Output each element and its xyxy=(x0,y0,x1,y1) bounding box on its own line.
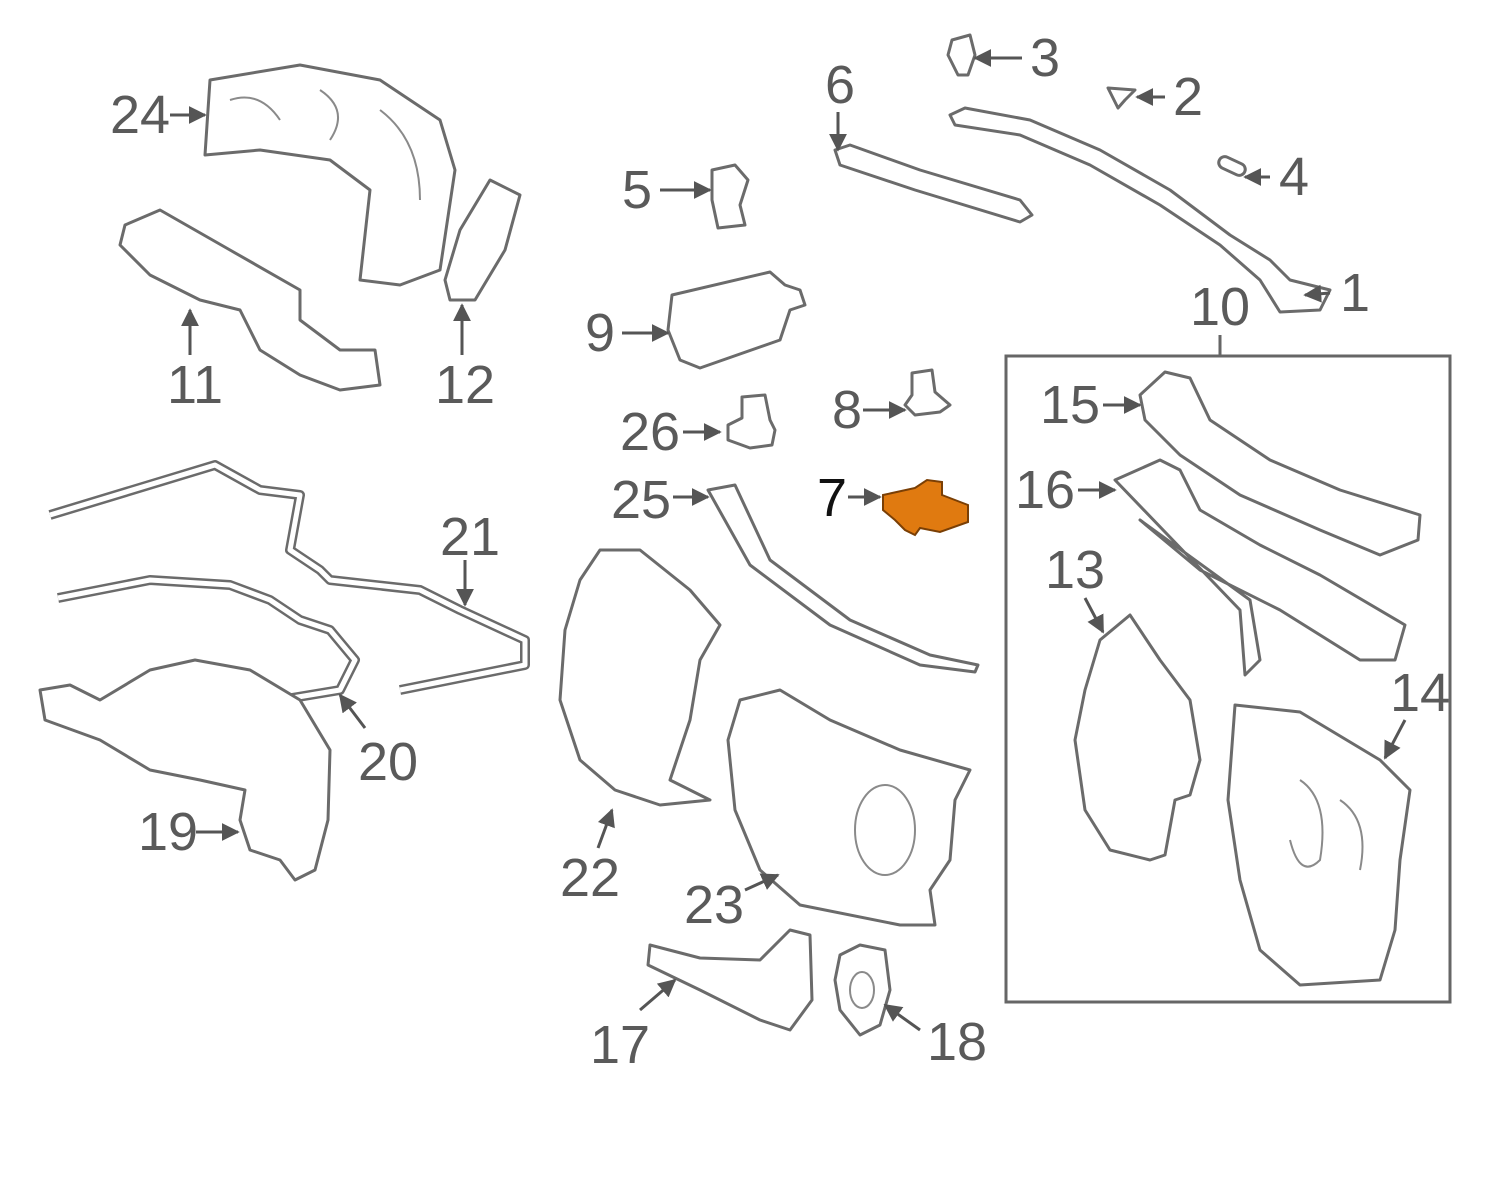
callout-9: 9 xyxy=(584,303,616,363)
callout-13: 13 xyxy=(1044,540,1106,600)
part-9 xyxy=(666,270,807,370)
part-13 xyxy=(1073,613,1202,862)
part-14 xyxy=(1226,703,1412,987)
callout-8: 8 xyxy=(831,380,863,440)
callout-7: 7 xyxy=(816,468,848,528)
callout-22: 22 xyxy=(559,848,621,908)
callout-11: 11 xyxy=(166,355,224,415)
callout-26: 26 xyxy=(619,402,681,462)
assembly-box-10 xyxy=(1004,354,1452,1004)
part-6 xyxy=(833,143,1034,224)
part-26 xyxy=(726,393,777,450)
callout-6: 6 xyxy=(824,55,856,115)
callout-3: 3 xyxy=(1029,28,1061,88)
part-11 xyxy=(118,208,382,392)
leader-arrows xyxy=(170,49,1407,1032)
callout-23: 23 xyxy=(683,875,745,935)
callout-14: 14 xyxy=(1389,663,1451,723)
callout-12: 12 xyxy=(434,355,496,415)
part-4 xyxy=(1217,155,1247,177)
part-16 xyxy=(1113,458,1407,677)
part-21-seal xyxy=(48,460,530,695)
callout-4: 4 xyxy=(1278,147,1310,207)
part-7-highlighted xyxy=(882,478,969,537)
callout-21: 21 xyxy=(439,507,501,567)
part-18 xyxy=(833,943,892,1037)
part-19 xyxy=(38,658,332,882)
callout-18: 18 xyxy=(926,1012,988,1072)
part-22 xyxy=(558,548,722,807)
callout-15: 15 xyxy=(1039,375,1101,435)
callout-2: 2 xyxy=(1172,67,1204,127)
part-8 xyxy=(903,368,952,417)
callout-24: 24 xyxy=(109,85,171,145)
part-3 xyxy=(946,33,977,77)
part-1 xyxy=(948,106,1332,314)
part-25 xyxy=(706,483,980,674)
callout-16: 16 xyxy=(1014,460,1076,520)
callout-20: 20 xyxy=(357,732,419,792)
part-12 xyxy=(443,178,522,302)
callout-10: 10 xyxy=(1189,277,1251,337)
callout-5: 5 xyxy=(621,160,653,220)
part-17 xyxy=(646,928,814,1032)
part-15 xyxy=(1138,370,1422,557)
callout-19: 19 xyxy=(137,802,199,862)
part-2 xyxy=(1106,86,1137,110)
part-5 xyxy=(710,163,750,230)
callout-1: 1 xyxy=(1339,263,1371,323)
callout-17: 17 xyxy=(589,1015,651,1075)
part-23 xyxy=(726,688,972,927)
callout-25: 25 xyxy=(610,470,672,530)
